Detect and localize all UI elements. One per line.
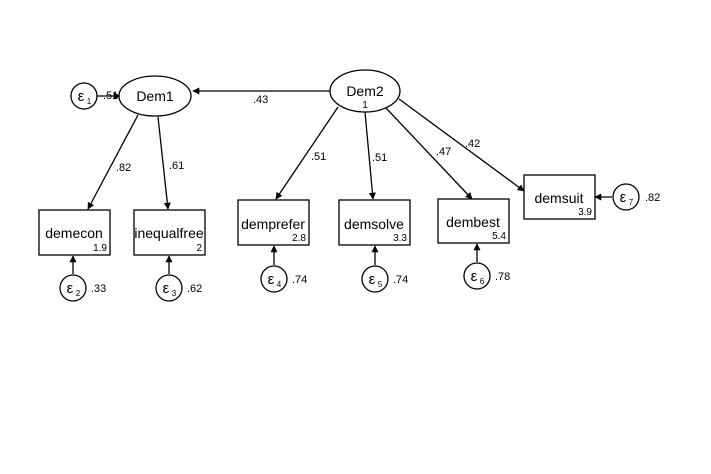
error-e6-variance: .78 [495, 271, 510, 283]
error-e5: ε 5 .74 [361, 265, 408, 293]
error-e5-symbol: ε [369, 271, 376, 288]
observed-demsolve-intercept: 3.3 [393, 233, 407, 244]
error-e5-index: 5 [378, 280, 383, 289]
observed-demprefer: demprefer 2.8 [237, 199, 310, 246]
latent-dem1-label: Dem1 [136, 88, 174, 104]
observed-demprefer-label: demprefer [241, 216, 305, 232]
observed-inequalfree-intercept: 2 [196, 243, 202, 254]
error-e3: ε 3 .62 [155, 274, 202, 302]
error-e7: ε 7 .82 [612, 183, 660, 211]
observed-demecon-label: demecon [45, 225, 103, 241]
error-e3-index: 3 [172, 289, 177, 298]
error-e6-symbol: ε [471, 268, 478, 285]
error-e1-index: 1 [87, 97, 92, 106]
observed-dembest-intercept: 5.4 [492, 231, 506, 242]
latent-dem2: Dem2 1 [329, 69, 401, 113]
error-e7-symbol: ε [620, 189, 627, 206]
error-e1-symbol: ε [78, 88, 85, 105]
error-e1-variance: .51 [103, 90, 118, 102]
coef-dem2-dembest: .47 [436, 146, 451, 158]
observed-demsolve: demsolve 3.3 [338, 199, 411, 246]
coef-dem1-demecon: .82 [116, 162, 131, 174]
observed-demsuit: demsuit 3.9 [523, 174, 596, 220]
observed-inequalfree-label: inequalfree [134, 225, 203, 241]
observed-demsuit-intercept: 3.9 [578, 207, 592, 218]
observed-demprefer-intercept: 2.8 [292, 233, 306, 244]
path-dem2-demprefer [275, 106, 339, 200]
error-e7-index: 7 [629, 198, 634, 207]
observed-demecon: demecon 1.9 [38, 209, 111, 256]
observed-dembest-label: dembest [446, 214, 500, 230]
path-dem2-demsuit [398, 98, 525, 192]
error-e1: ε 1 .51 [70, 82, 118, 110]
error-e4-symbol: ε [268, 271, 275, 288]
observed-demsolve-label: demsolve [344, 216, 404, 232]
observed-dembest: dembest 5.4 [437, 198, 510, 244]
path-dem2-dembest [385, 107, 473, 200]
error-e6: ε 6 .78 [463, 262, 510, 290]
error-e2-symbol: ε [67, 280, 74, 297]
error-e6-index: 6 [480, 277, 485, 286]
error-e7-variance: .82 [645, 192, 660, 204]
error-e5-variance: .74 [393, 274, 408, 286]
coef-dem2-demsuit: .42 [465, 138, 480, 150]
error-e2: ε 2 .33 [59, 274, 106, 302]
latent-dem2-value: 1 [362, 100, 368, 111]
latent-dem1: Dem1 [118, 75, 192, 117]
observed-demsuit-label: demsuit [534, 190, 583, 206]
error-e2-index: 2 [76, 289, 81, 298]
observed-inequalfree: inequalfree 2 [133, 209, 206, 256]
observed-demecon-intercept: 1.9 [93, 243, 107, 254]
coef-dem2-dem1: .43 [253, 94, 268, 106]
error-e3-variance: .62 [187, 283, 202, 295]
path-dem2-demsolve [364, 111, 376, 200]
error-e3-symbol: ε [163, 280, 170, 297]
coef-dem1-inequalfree: .61 [169, 160, 184, 172]
coef-dem2-demsolve: .51 [372, 152, 387, 164]
path-dem1-demecon [87, 114, 139, 210]
error-e4-variance: .74 [292, 274, 307, 286]
coef-dem2-demprefer: .51 [311, 151, 326, 163]
error-e4-index: 4 [277, 280, 282, 289]
error-e4: ε 4 .74 [260, 265, 307, 293]
path-dem1-inequalfree [157, 116, 171, 210]
error-e2-variance: .33 [91, 283, 106, 295]
latent-dem2-label: Dem2 [346, 83, 384, 99]
